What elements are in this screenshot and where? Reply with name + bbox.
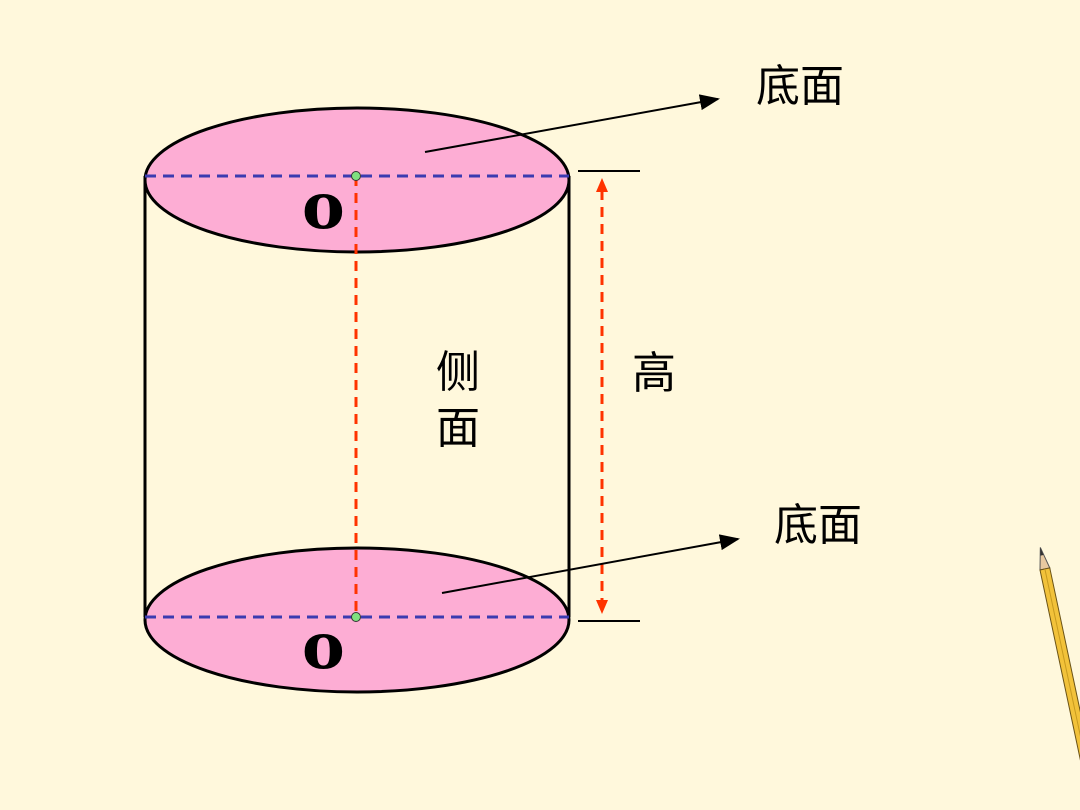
height-arrow-head-top <box>596 178 608 192</box>
side-label-char2: 面 <box>436 403 480 454</box>
side-label-char1: 侧 <box>436 347 480 398</box>
bottom-base-pointer-arrow <box>441 534 740 594</box>
bottom-base-label: 底面 <box>774 500 862 551</box>
height-arrow-head-bottom <box>596 600 608 614</box>
bottom-center-label: o <box>302 609 345 684</box>
top-base-pointer-arrow <box>424 94 720 153</box>
top-center-dot <box>351 171 361 181</box>
pencil-icon <box>1039 547 1080 810</box>
top-center-label: o <box>302 169 345 244</box>
top-base-label: 底面 <box>756 61 844 112</box>
height-label: 高 <box>632 348 676 399</box>
bottom-center-dot <box>351 612 361 622</box>
